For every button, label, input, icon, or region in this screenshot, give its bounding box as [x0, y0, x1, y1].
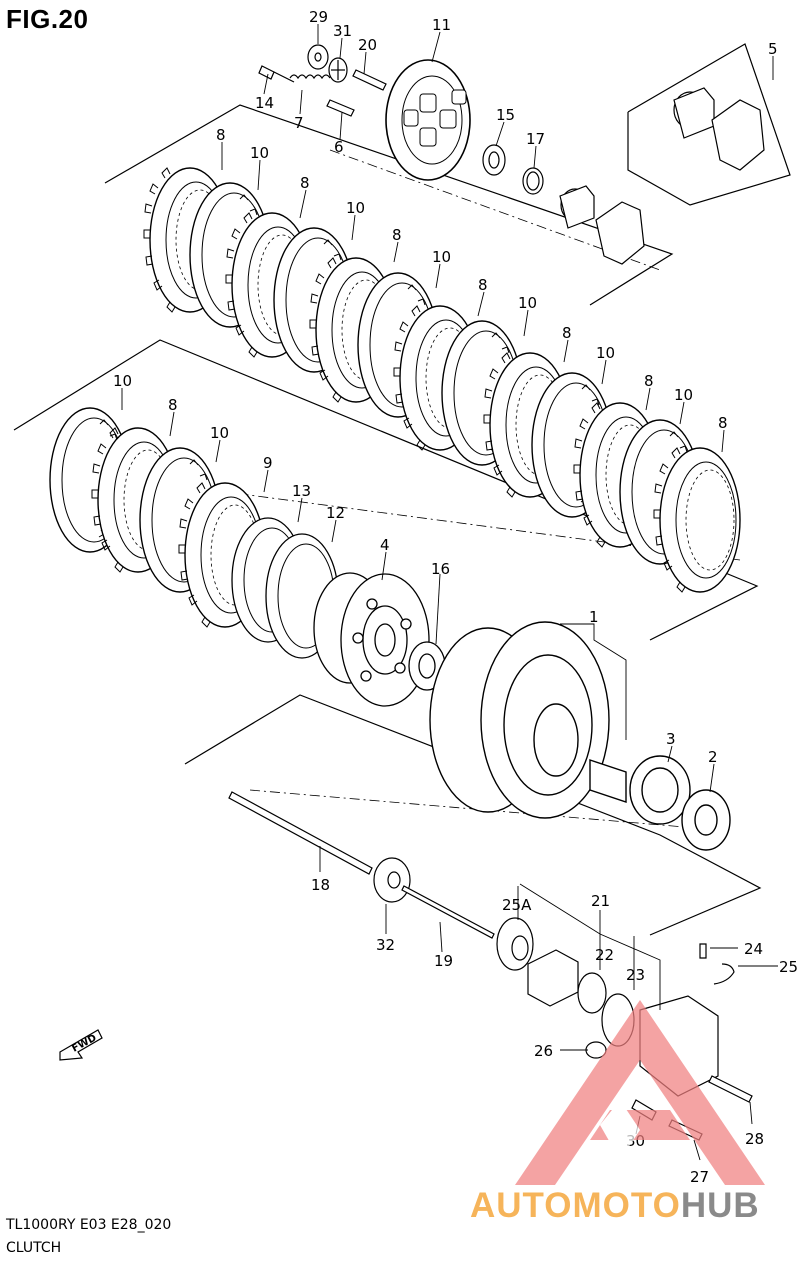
callout-10-g: 10 — [113, 372, 132, 390]
section-name: CLUTCH — [6, 1240, 62, 1256]
callout-20: 20 — [358, 36, 377, 54]
callout-26: 26 — [534, 1042, 553, 1060]
callout-32: 32 — [376, 936, 395, 954]
callout-8-f: 8 — [644, 372, 654, 390]
group-outline-frames — [13, 43, 791, 936]
callout-8-c: 8 — [392, 226, 402, 244]
watermark-logo — [515, 1000, 765, 1185]
callout-8-b: 8 — [300, 174, 310, 192]
leader-lines — [121, 24, 778, 1161]
figure-title: FIG.20 — [6, 4, 89, 34]
callout-3: 3 — [666, 730, 676, 748]
callout-2: 2 — [708, 748, 718, 766]
callout-9: 9 — [263, 454, 273, 472]
small-hardware-top — [258, 44, 544, 195]
callout-10-b: 10 — [346, 199, 365, 217]
callout-10-c: 10 — [432, 248, 451, 266]
callout-15: 15 — [496, 106, 515, 124]
callout-8-g: 8 — [718, 414, 728, 432]
callout-4: 4 — [380, 536, 390, 554]
callout-8-e: 8 — [562, 324, 572, 342]
callout-19: 19 — [434, 952, 453, 970]
callout-13: 13 — [292, 482, 311, 500]
callout-10-e: 10 — [596, 344, 615, 362]
callout-21: 21 — [591, 892, 610, 910]
fwd-label: FWD — [70, 1033, 98, 1055]
callout-27: 27 — [690, 1168, 709, 1186]
callout-11: 11 — [432, 16, 451, 34]
callout-14: 14 — [255, 94, 274, 112]
clutch-housing — [429, 621, 731, 851]
callout-10-h: 10 — [210, 424, 229, 442]
callout-24: 24 — [744, 940, 763, 958]
callout-7: 7 — [294, 114, 304, 132]
callout-25: 25 — [779, 958, 798, 976]
pushrod-assembly — [228, 791, 753, 1141]
callout-10-d: 10 — [518, 294, 537, 312]
cam-parts — [559, 87, 765, 265]
callout-17: 17 — [526, 130, 545, 148]
watermark-wordmark: AUTOMOTOHUB — [470, 1186, 760, 1226]
callout-16: 16 — [431, 560, 450, 578]
callout-8-d: 8 — [478, 276, 488, 294]
pressure-plate — [385, 59, 471, 181]
callout-6: 6 — [334, 138, 344, 156]
callout-29: 29 — [309, 8, 328, 26]
callout-23: 23 — [626, 966, 645, 984]
callout-28: 28 — [745, 1130, 764, 1148]
clutch-hub — [313, 572, 446, 707]
model-code: TL1000RY E03 E28_020 — [6, 1217, 172, 1233]
callout-12: 12 — [326, 504, 345, 522]
fwd-arrow-icon — [59, 1029, 103, 1061]
callout-10-f: 10 — [674, 386, 693, 404]
callout-1: 1 — [589, 608, 599, 626]
callout-25a: 25A — [502, 896, 532, 914]
callout-labels: 29 31 20 11 5 14 7 6 15 17 8 10 8 10 8 1… — [113, 8, 798, 1186]
watermark-word-part1: AUTOMOTO — [470, 1186, 681, 1225]
callout-8-h: 8 — [168, 396, 178, 414]
callout-8-a: 8 — [216, 126, 226, 144]
callout-22: 22 — [595, 946, 614, 964]
watermark-word-part2: HUB — [680, 1186, 760, 1225]
callout-31: 31 — [333, 22, 352, 40]
callout-10-a: 10 — [250, 144, 269, 162]
callout-18: 18 — [311, 876, 330, 894]
lower-plate-stack — [49, 407, 339, 659]
callout-5: 5 — [768, 40, 778, 58]
